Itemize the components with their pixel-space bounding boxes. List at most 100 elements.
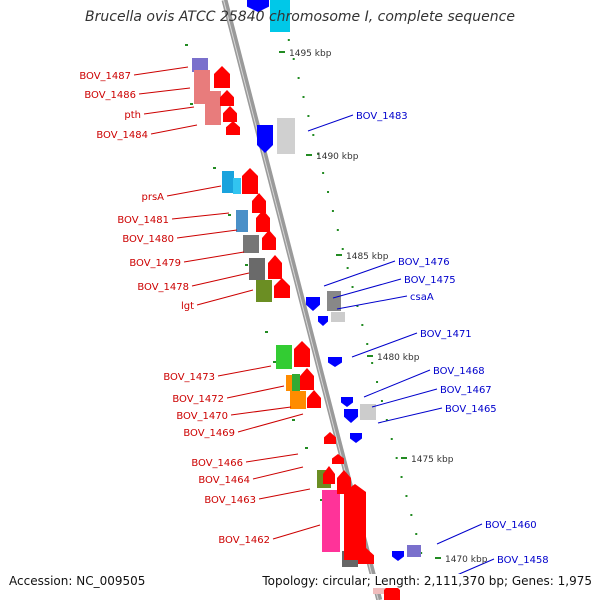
annotation-box (233, 178, 241, 194)
label-leader-line (371, 388, 438, 408)
label-leader-line (176, 229, 238, 239)
gene-label-left: BOV_1472 (172, 394, 224, 405)
gene-label-left: BOV_1481 (117, 215, 169, 226)
ruler-label: 1490 kbp (316, 152, 359, 162)
reverse-gene-arrow (392, 551, 404, 561)
reverse-gene-arrow (306, 297, 320, 311)
gene-label-left: BOV_1469 (183, 428, 235, 439)
forward-gene-arrow (256, 210, 270, 232)
forward-gene-arrow (358, 548, 374, 564)
forward-gene-arrow (223, 106, 237, 122)
gene-label-left: BOV_1484 (96, 130, 148, 141)
forward-gene-arrow (307, 390, 321, 408)
label-leader-line (272, 524, 321, 540)
label-leader-line (351, 332, 418, 358)
label-leader-line (237, 413, 304, 433)
forward-gene-arrow (344, 484, 366, 560)
label-leader-line (143, 106, 195, 115)
annotation-box (236, 210, 248, 232)
gene-label-right: BOV_1483 (356, 111, 408, 122)
gene-label-right: BOV_1465 (445, 404, 497, 415)
label-leader-line (150, 124, 198, 135)
annotation-box (192, 58, 208, 72)
label-leader-line (252, 466, 304, 480)
label-leader-line (258, 488, 311, 500)
forward-gene-arrow (252, 193, 266, 213)
label-leader-line (166, 185, 222, 197)
gene-labels: BOV_1487BOV_1486pthBOV_1484prsABOV_1481B… (79, 71, 548, 566)
forward-gene-arrow (323, 466, 335, 484)
annotation-box (290, 391, 306, 409)
reverse-gene-arrow (328, 357, 342, 367)
gene-label-right: BOV_1460 (485, 520, 537, 531)
label-leader-line (171, 212, 230, 220)
label-leader-line (377, 407, 443, 424)
gene-label-left: prsA (141, 192, 164, 203)
label-leader-line (363, 369, 431, 398)
genome-stats-text: Topology: circular; Length: 2,111,370 bp… (262, 574, 592, 588)
gene-label-left: BOV_1462 (218, 535, 270, 546)
forward-gene-arrow (337, 470, 351, 494)
annotation-box (407, 545, 421, 557)
label-leader-line (323, 260, 396, 287)
annotation-box (292, 374, 300, 392)
gene-label-left: BOV_1480 (122, 234, 174, 245)
label-leader-line (245, 453, 299, 463)
forward-gene-arrow (268, 255, 282, 279)
label-leader-lines (133, 66, 495, 579)
annotation-box (331, 312, 345, 322)
annotation-box (249, 258, 265, 280)
label-leader-line (336, 295, 408, 310)
gene-label-left: BOV_1464 (198, 475, 250, 486)
forward-gene-arrow (274, 278, 290, 298)
annotation-box (360, 404, 376, 420)
annotation-box (270, 0, 290, 32)
ruler-label: 1470 kbp (445, 555, 488, 565)
forward-gene-arrow (300, 368, 314, 390)
accession-text: Accession: NC_009505 (9, 574, 146, 588)
label-leader-line (217, 365, 272, 377)
label-leader-line (138, 87, 191, 95)
label-leader-line (307, 114, 354, 132)
annotation-box (256, 280, 272, 302)
label-leader-line (183, 251, 245, 263)
gene-label-left: BOV_1466 (191, 458, 243, 469)
gene-arrows (214, 0, 404, 600)
forward-gene-arrow (262, 230, 276, 250)
gene-label-right: BOV_1476 (398, 257, 450, 268)
gene-label-left: BOV_1470 (176, 411, 228, 422)
forward-gene-arrow (332, 454, 344, 464)
annotation-box (243, 235, 259, 253)
gene-label-right: BOV_1458 (497, 555, 549, 566)
ruler-label: 1485 kbp (346, 252, 389, 262)
tick-marks (185, 39, 423, 554)
forward-gene-arrow (294, 341, 310, 367)
gene-label-left: BOV_1478 (137, 282, 189, 293)
reverse-gene-arrow (341, 397, 353, 407)
reverse-gene-arrow (247, 0, 269, 12)
annotation-box (222, 171, 234, 193)
gene-label-left: BOV_1487 (79, 71, 131, 82)
ruler-label: 1480 kbp (377, 353, 420, 363)
forward-gene-arrow (242, 168, 258, 194)
label-leader-line (226, 385, 285, 399)
reverse-gene-arrow (257, 125, 273, 153)
label-leader-line (133, 66, 189, 76)
forward-gene-arrow (220, 90, 234, 106)
label-leader-line (196, 289, 254, 306)
annotation-box (327, 291, 341, 311)
forward-gene-arrow (226, 121, 240, 135)
reverse-gene-arrow (350, 433, 362, 443)
gene-label-right: csaA (410, 292, 434, 303)
label-leader-line (332, 278, 402, 299)
map-title: Brucella ovis ATCC 25840 chromosome I, c… (85, 9, 515, 25)
gene-label-right: BOV_1468 (433, 366, 485, 377)
forward-gene-arrow (324, 432, 336, 444)
annotation-box (322, 490, 340, 552)
annotation-box (276, 345, 292, 369)
gene-label-right: BOV_1467 (440, 385, 492, 396)
gene-label-left: lgt (181, 301, 194, 312)
gene-label-right: BOV_1471 (420, 329, 472, 340)
